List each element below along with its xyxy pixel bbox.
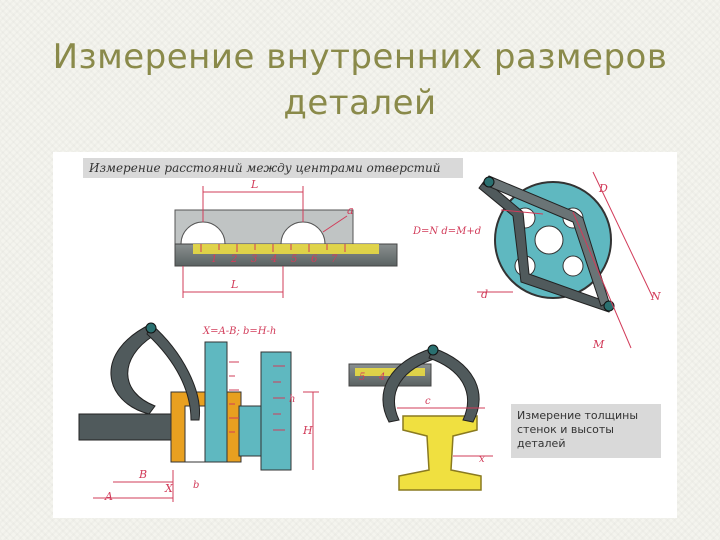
depth-caliper: [110, 322, 201, 421]
caption-hole-distance: Измерение расстояний между центрами отве…: [83, 158, 463, 178]
formula-left: X=A-B; b=H-h: [202, 326, 276, 337]
dimension-lines-bottom-left: [93, 391, 319, 502]
label-d: d: [481, 288, 488, 301]
title-line-1: Измерение внутренних размеров: [52, 37, 668, 77]
ruler-numbers: 1 2 3 4 5 6 7: [211, 254, 338, 265]
dimension-L-top: [182, 186, 348, 298]
label-B: B: [138, 468, 147, 481]
label-L-top: L: [250, 178, 258, 191]
i-beam: [398, 415, 482, 491]
dimension-lines-beam: [397, 407, 493, 457]
label-M: M: [592, 338, 605, 351]
dimension-lines-disc: [477, 171, 654, 349]
ruler-num-1: 1: [211, 254, 217, 265]
ruler-num-7: 7: [331, 254, 338, 265]
label-c: c: [425, 396, 431, 407]
beam-caliper: [382, 344, 480, 423]
caption-wall-thickness: Измерение толщины стенок и высоты детале…: [511, 404, 661, 458]
scale-ticks-left: [229, 361, 285, 433]
title-line-2: деталей: [283, 83, 437, 123]
measurement-drawing: 1 2 3 4 5 6 7 L L a: [78, 171, 661, 503]
section-part: [78, 341, 292, 471]
technical-illustration: 1 2 3 4 5 6 7 L L a: [53, 152, 677, 518]
plate-with-holes: [174, 209, 398, 267]
label-h: h: [289, 394, 295, 405]
ruler-num-5: 5: [291, 254, 297, 265]
slide-title: Измерение внутренних размеров деталей: [0, 34, 720, 126]
label-L-bottom: L: [230, 278, 238, 291]
label-b: b: [193, 480, 199, 491]
formula-right: D=N d=M+d: [412, 226, 481, 237]
hole-caliper: [478, 175, 615, 313]
ruler-num-4: 4: [270, 254, 277, 265]
label-X: X: [164, 482, 174, 495]
label-a: a: [347, 204, 354, 217]
label-N: N: [650, 290, 661, 303]
label-H: H: [302, 424, 313, 437]
ruler-ticks: [200, 244, 346, 252]
ruler-num-6: 6: [311, 254, 318, 265]
ruler-num-2: 2: [230, 254, 237, 265]
label-A: A: [104, 490, 113, 503]
ruler-small-4: 4: [378, 372, 385, 383]
ruler-small-5: 5: [359, 372, 365, 383]
label-x: x: [479, 454, 485, 465]
ruler-num-3: 3: [251, 254, 257, 265]
label-D: D: [598, 182, 608, 195]
